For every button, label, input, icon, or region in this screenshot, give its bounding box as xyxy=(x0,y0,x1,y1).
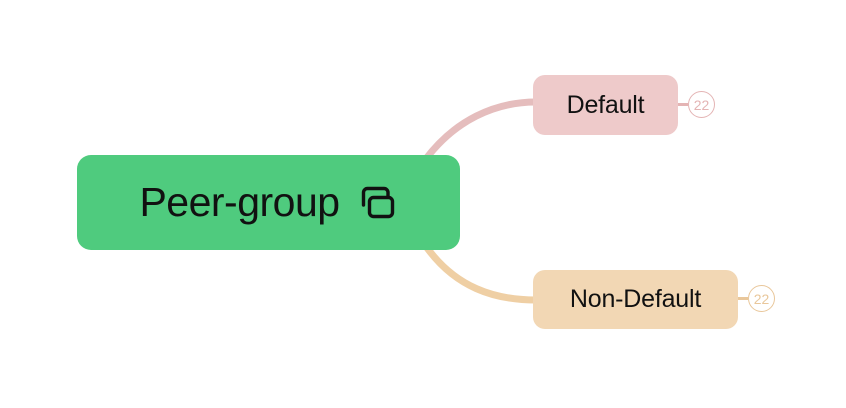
node-peer-group[interactable]: Peer-group xyxy=(77,155,460,250)
badge-default-count[interactable]: 22 xyxy=(688,91,715,118)
node-default-label: Default xyxy=(566,90,645,119)
node-non-default-label: Non-Default xyxy=(569,285,702,313)
node-default[interactable]: Default xyxy=(533,75,678,135)
badge-non-default-wrap: 22 xyxy=(738,285,775,312)
badge-non-default-count[interactable]: 22 xyxy=(748,285,775,312)
edge-root-to-non-default xyxy=(421,241,540,304)
badge-default-stub xyxy=(678,103,688,106)
node-peer-group-label: Peer-group xyxy=(139,179,340,225)
edge-root-to-default xyxy=(421,98,540,164)
badge-non-default-stub xyxy=(738,297,748,300)
badge-default-wrap: 22 xyxy=(678,91,715,118)
node-non-default[interactable]: Non-Default xyxy=(533,270,738,329)
duplicate-icon xyxy=(358,183,398,223)
